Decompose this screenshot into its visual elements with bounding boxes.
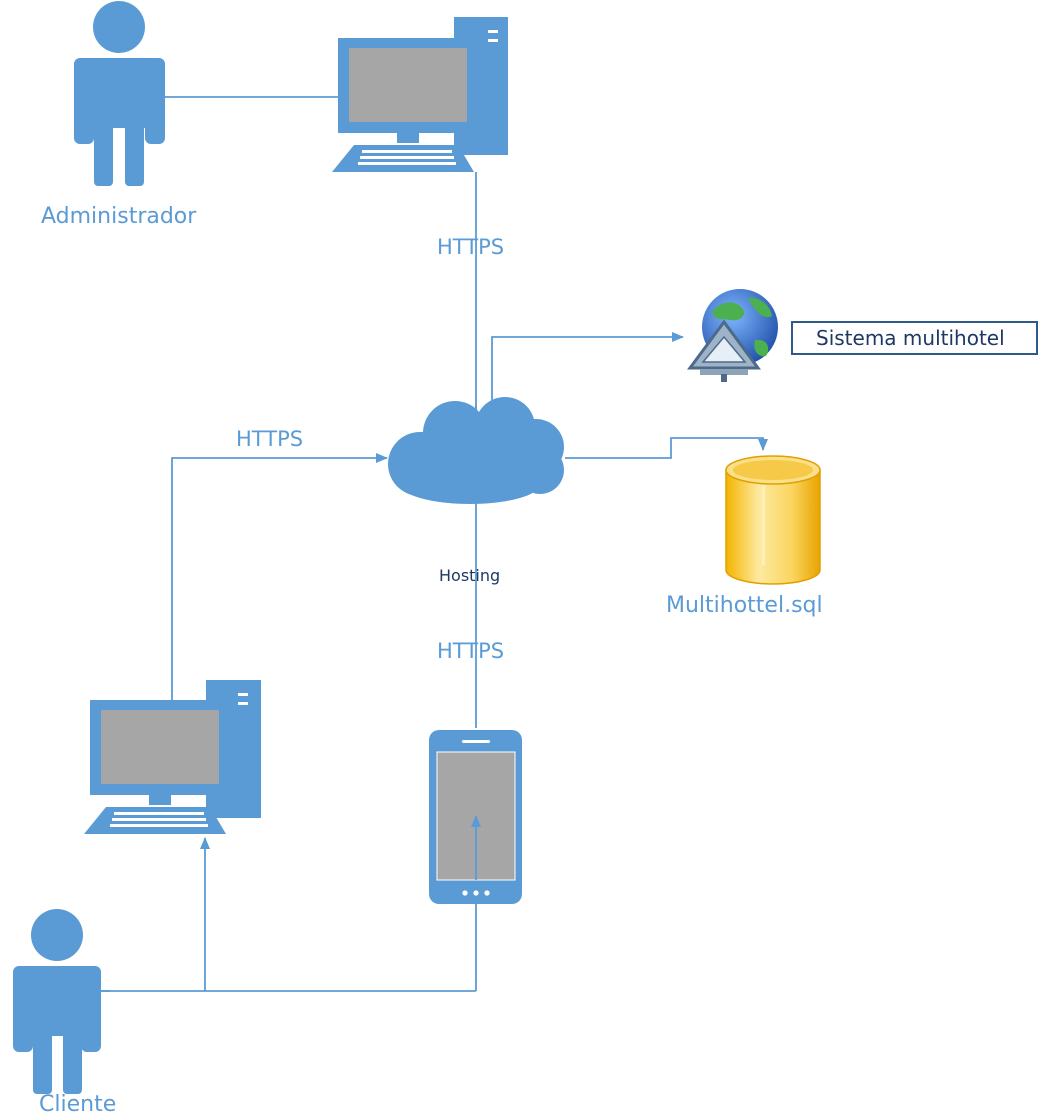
globe-web-app-icon — [687, 289, 778, 382]
admin-person-icon — [74, 1, 165, 186]
https-label-bottom: HTTPS — [437, 639, 504, 663]
hosting-label: Hosting — [439, 566, 500, 585]
system-label-box — [791, 321, 1038, 355]
database-label: Multihottel.sql — [666, 593, 823, 618]
client-person-icon — [13, 909, 101, 1094]
database-cylinder-icon — [725, 455, 821, 585]
connectors — [58, 92, 768, 992]
connector-cloud-to-database — [565, 437, 768, 459]
https-label-top: HTTPS — [437, 235, 504, 259]
https-label-left: HTTPS — [236, 427, 303, 451]
admin-label: Administrador — [41, 204, 197, 229]
client-desktop-computer-icon — [84, 680, 261, 834]
admin-desktop-computer-icon — [332, 17, 508, 172]
connector-cloud-to-webapp — [491, 332, 684, 408]
system-label: Sistema multihotel — [816, 326, 1005, 350]
client-label: Cliente — [39, 1092, 116, 1117]
connector-client-pc-to-cloud — [171, 453, 388, 700]
